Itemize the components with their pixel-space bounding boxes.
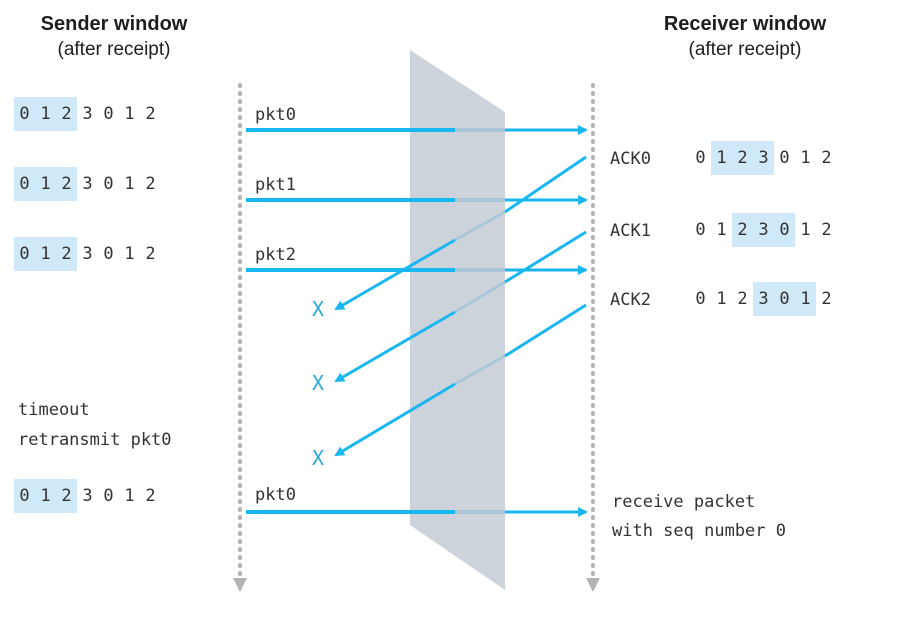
channel-slab bbox=[410, 50, 505, 590]
receiver-timeline-arrowhead bbox=[586, 578, 600, 592]
seq-cell: 0 bbox=[103, 244, 114, 264]
seq-cell: 3 bbox=[82, 104, 93, 124]
seq-cell: 2 bbox=[821, 220, 832, 240]
seq-cell: 1 bbox=[716, 289, 727, 309]
seq-cell: 3 bbox=[82, 174, 93, 194]
seq-cell: 2 bbox=[145, 104, 156, 124]
receiver-subtitle: (after receipt) bbox=[688, 39, 802, 60]
seq-cell: 3 bbox=[82, 244, 93, 264]
seq-cell: 0 bbox=[14, 237, 35, 271]
sender-subtitle: (after receipt) bbox=[57, 39, 171, 60]
seq-cell: 0 bbox=[774, 282, 795, 316]
seq-cell: 0 bbox=[695, 289, 706, 309]
seq-cell: 0 bbox=[103, 104, 114, 124]
seq-cell: 2 bbox=[145, 174, 156, 194]
seq-cell: 0 bbox=[14, 167, 35, 201]
seq-cell: 2 bbox=[145, 244, 156, 264]
lost-marker: X bbox=[312, 297, 325, 321]
seq-cell: 1 bbox=[124, 244, 135, 264]
receiver-title: Receiver window bbox=[663, 13, 827, 35]
seq-cell: 3 bbox=[753, 141, 774, 175]
seq-cell: 1 bbox=[35, 167, 56, 201]
seq-cell: 0 bbox=[695, 148, 706, 168]
seq-cell: 1 bbox=[716, 220, 727, 240]
seq-cell: 0 bbox=[103, 174, 114, 194]
seq-cell: 1 bbox=[35, 97, 56, 131]
seq-cell: 0 bbox=[779, 148, 790, 168]
ack-label: ACK0 bbox=[610, 149, 651, 169]
seq-cell: 1 bbox=[800, 220, 811, 240]
lost-marker: X bbox=[312, 446, 325, 470]
seq-cell: 2 bbox=[56, 479, 77, 513]
seq-cell: 2 bbox=[821, 289, 832, 309]
packet-label: pkt2 bbox=[255, 245, 296, 265]
ack-label: ACK1 bbox=[610, 221, 651, 241]
timeout-label: timeout bbox=[18, 400, 90, 420]
seq-cell: 2 bbox=[732, 213, 753, 247]
seq-cell: 2 bbox=[821, 148, 832, 168]
seq-cell: 1 bbox=[35, 479, 56, 513]
packet-label: pkt0 bbox=[255, 105, 296, 125]
ack-label: ACK2 bbox=[610, 290, 651, 310]
seq-cell: 2 bbox=[737, 289, 748, 309]
seq-cell: 3 bbox=[82, 486, 93, 506]
seq-cell: 1 bbox=[35, 237, 56, 271]
receive-note-line2: with seq number 0 bbox=[612, 521, 786, 541]
lost-marker: X bbox=[312, 371, 325, 395]
seq-cell: 2 bbox=[56, 237, 77, 271]
seq-cell: 2 bbox=[145, 486, 156, 506]
seq-cell: 0 bbox=[14, 479, 35, 513]
seq-cell: 3 bbox=[753, 213, 774, 247]
sender-header: Sender window (after receipt) bbox=[10, 12, 218, 62]
seq-cell: 3 bbox=[753, 282, 774, 316]
retransmit-label: retransmit pkt0 bbox=[18, 430, 172, 450]
ack-arrow bbox=[334, 155, 587, 311]
ack-arrow bbox=[334, 230, 587, 383]
seq-cell: 0 bbox=[14, 97, 35, 131]
sender-title: Sender window bbox=[40, 13, 188, 35]
seq-cell: 1 bbox=[711, 141, 732, 175]
receive-note-line1: receive packet bbox=[612, 492, 756, 512]
seq-cell: 2 bbox=[732, 141, 753, 175]
seq-cell: 1 bbox=[124, 486, 135, 506]
ack-arrow bbox=[334, 303, 587, 457]
seq-cell: 1 bbox=[124, 174, 135, 194]
packet-label: pkt0 bbox=[255, 485, 296, 505]
seq-cell: 0 bbox=[695, 220, 706, 240]
seq-cell: 1 bbox=[124, 104, 135, 124]
seq-cell: 1 bbox=[795, 282, 816, 316]
seq-cell: 2 bbox=[56, 97, 77, 131]
receiver-header: Receiver window (after receipt) bbox=[630, 12, 860, 62]
seq-cell: 2 bbox=[56, 167, 77, 201]
sender-timeline-arrowhead bbox=[233, 578, 247, 592]
seq-cell: 0 bbox=[774, 213, 795, 247]
seq-cell: 1 bbox=[800, 148, 811, 168]
seq-cell: 0 bbox=[103, 486, 114, 506]
packet-label: pkt1 bbox=[255, 175, 296, 195]
